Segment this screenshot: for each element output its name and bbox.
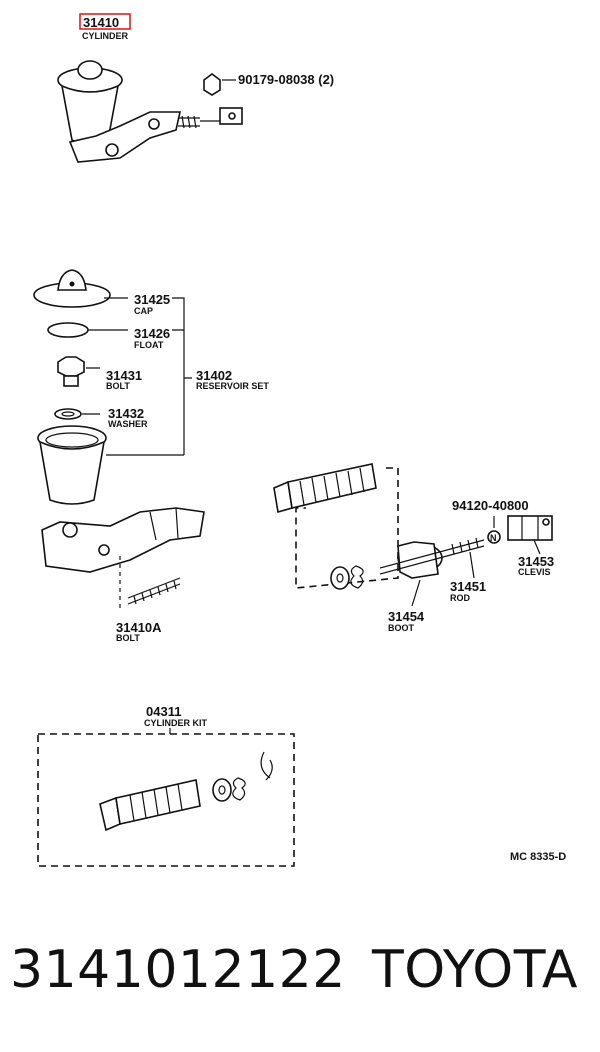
nut-part-number[interactable]: 90179-08038 (2) [238, 72, 334, 87]
footer: 3141012122 TOYOTA [0, 930, 600, 1010]
bolt-small-part-number[interactable]: 31431 [106, 368, 142, 383]
cap-part-number[interactable]: 31425 [134, 292, 170, 307]
clevis-part-name: CLEVIS [518, 567, 551, 577]
cap-part-name: CAP [134, 306, 153, 316]
clevis-part-number[interactable]: 31453 [518, 554, 554, 569]
rod-part-number[interactable]: 31451 [450, 579, 486, 594]
float-part-name: FLOAT [134, 340, 164, 350]
drawing-code: MC 8335-D [510, 851, 566, 863]
push-rod-assembly-drawing: N 94120-40800 31451 ROD 31453 CLEVIS 314… [273, 463, 554, 633]
bolt-small-part-name: BOLT [106, 381, 130, 391]
reservoir-set-part-number[interactable]: 31402 [196, 368, 232, 383]
cylinder-kit-part-number[interactable]: 04311 [146, 704, 181, 719]
assembled-cylinder-drawing: 31410 CYLINDER 90179-08038 (2) [57, 13, 334, 163]
rod-part-name: ROD [450, 593, 471, 603]
main-part-number[interactable]: 31410 [83, 15, 119, 30]
boot-part-number[interactable]: 31454 [388, 609, 425, 624]
float-part-number[interactable]: 31426 [134, 326, 170, 341]
highlight-box [79, 13, 131, 30]
clevis-nut-part-number[interactable]: 94120-40800 [452, 498, 529, 513]
parts-diagram: 31410 CYLINDER 90179-08038 (2) [33, 13, 566, 867]
boot-part-name: BOOT [388, 623, 415, 633]
cylinder-kit-part-name: CYLINDER KIT [144, 718, 208, 728]
reservoir-set-part-name: RESERVOIR SET [196, 381, 269, 391]
cylinder-kit-box [37, 733, 295, 867]
nut-marker: N [490, 533, 497, 543]
cylinder-body-drawing: 31410A BOLT [41, 507, 205, 643]
cylinder-kit-drawing: 04311 CYLINDER KIT [37, 704, 295, 867]
stud-bolt-part-number[interactable]: 31410A [116, 620, 162, 635]
footer-brand: TOYOTA [372, 940, 578, 1000]
washer-part-number[interactable]: 31432 [108, 406, 144, 421]
main-part-name: CYLINDER [82, 31, 129, 41]
footer-part-number: 3141012122 [10, 940, 346, 1000]
washer-part-name: WASHER [108, 419, 148, 429]
stud-bolt-part-name: BOLT [116, 633, 140, 643]
reservoir-set-drawing: 31425 CAP 31426 FLOAT 31431 BOLT 31432 W… [33, 269, 269, 505]
